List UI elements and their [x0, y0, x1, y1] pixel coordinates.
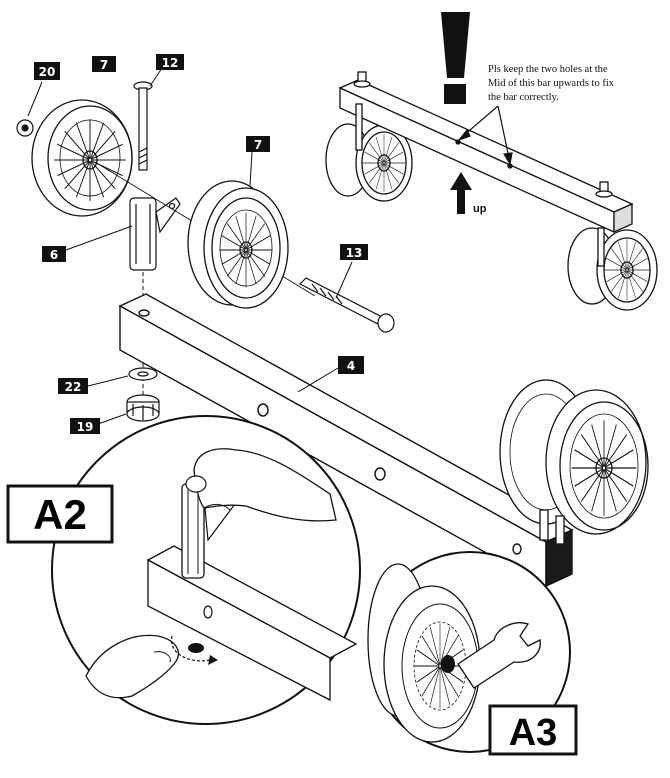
mounted-wheel-pair [499, 379, 649, 545]
washer-22 [128, 367, 158, 381]
reference-bar [338, 79, 634, 234]
wheel-7-rear [31, 99, 133, 217]
part-label-7a-text: 7 [100, 58, 108, 72]
part-label-7b-text: 7 [254, 138, 262, 152]
note-line-1: Pls keep the two holes at the [488, 64, 608, 75]
reference-right-wheels [567, 227, 658, 311]
part-label-6: 6 [42, 246, 66, 262]
warning-exclamation-icon [441, 12, 470, 104]
part-label-7a: 7 [92, 56, 116, 72]
step-a2-text: A2 [33, 491, 87, 538]
part-label-22: 22 [58, 378, 88, 394]
part-label-20: 20 [34, 62, 60, 80]
part-label-22-text: 22 [65, 380, 82, 394]
wheel-7-front [187, 180, 289, 309]
detail-a2 [51, 415, 361, 725]
note-line-3: the bar correctly. [488, 92, 559, 103]
up-arrow-icon [450, 172, 472, 214]
bolt-12 [133, 81, 153, 171]
part-label-4: 4 [338, 356, 364, 374]
part-label-7b: 7 [246, 136, 270, 152]
orientation-note: Pls keep the two holes at the Mid of thi… [488, 64, 615, 103]
step-a3-label: A3 [488, 704, 578, 756]
step-a3-text: A3 [509, 712, 558, 754]
leader-19 [97, 413, 127, 425]
bracket-6 [129, 197, 181, 271]
note-line-2: Mid of this bar upwards to fix [488, 78, 615, 89]
part-label-4-text: 4 [347, 359, 355, 373]
wrench-icon [457, 622, 541, 689]
leader-13 [335, 261, 353, 299]
upper-hand [193, 448, 337, 522]
lower-hand [85, 634, 179, 699]
part-label-20-text: 20 [39, 65, 56, 79]
step-a2-label: A2 [6, 484, 114, 544]
rotate-arrow-icon [208, 655, 218, 665]
main-bar-4 [118, 293, 574, 588]
part-label-13-text: 13 [346, 246, 363, 260]
detail-a3 [367, 551, 571, 753]
axle-bolt-13 [298, 277, 395, 333]
part-label-19-text: 19 [77, 420, 94, 434]
part-label-13: 13 [340, 244, 368, 260]
leader-4 [297, 367, 339, 393]
leader-7b [249, 151, 253, 187]
leader-22 [87, 375, 129, 387]
reference-frame-illustration [325, 71, 658, 311]
up-label: up [473, 203, 487, 215]
leader-12 [149, 67, 163, 87]
leader-20 [27, 81, 43, 117]
part-label-12-text: 12 [162, 56, 179, 70]
nut-20 [16, 119, 34, 137]
leader-6 [65, 225, 133, 251]
lock-nut-19 [126, 394, 160, 422]
reference-left-wheels [325, 123, 413, 202]
note-pointer-arrows [457, 105, 513, 166]
part-label-19: 19 [70, 418, 100, 434]
part-label-6-text: 6 [50, 248, 58, 262]
part-label-12: 12 [156, 54, 184, 70]
